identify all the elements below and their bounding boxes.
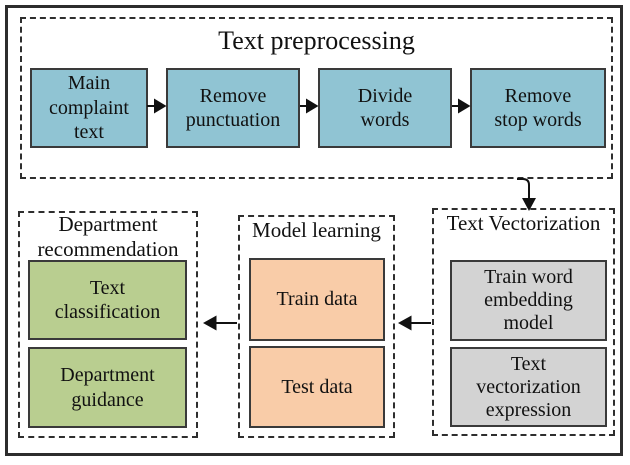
vectorization-group-title: Text Vectorization [446, 211, 601, 235]
node-text-vectorization-expression: Text vectorization expression [450, 347, 607, 427]
node-text-classification: Text classification [28, 260, 187, 340]
model-learning-group-box [238, 215, 395, 438]
diagram-outer-border [5, 5, 623, 456]
node-remove-punctuation: Remove punctuation [166, 68, 300, 148]
department-group-title: Department recommendation [37, 212, 179, 262]
node-remove-stop-words: Remove stop words [470, 68, 606, 148]
department-group-box [18, 211, 198, 438]
node-test-data: Test data [249, 346, 385, 428]
node-train-word-embedding-model: Train word embedding model [450, 260, 607, 341]
node-divide-words: Divide words [318, 68, 452, 148]
node-main-complaint-text: Main complaint text [30, 68, 148, 148]
node-train-data: Train data [249, 258, 385, 341]
preprocessing-group-title: Text preprocessing [218, 26, 415, 55]
model-learning-group-title: Model learning [252, 218, 381, 242]
node-department-guidance: Department guidance [28, 347, 187, 428]
preprocessing-group-box [20, 17, 613, 179]
